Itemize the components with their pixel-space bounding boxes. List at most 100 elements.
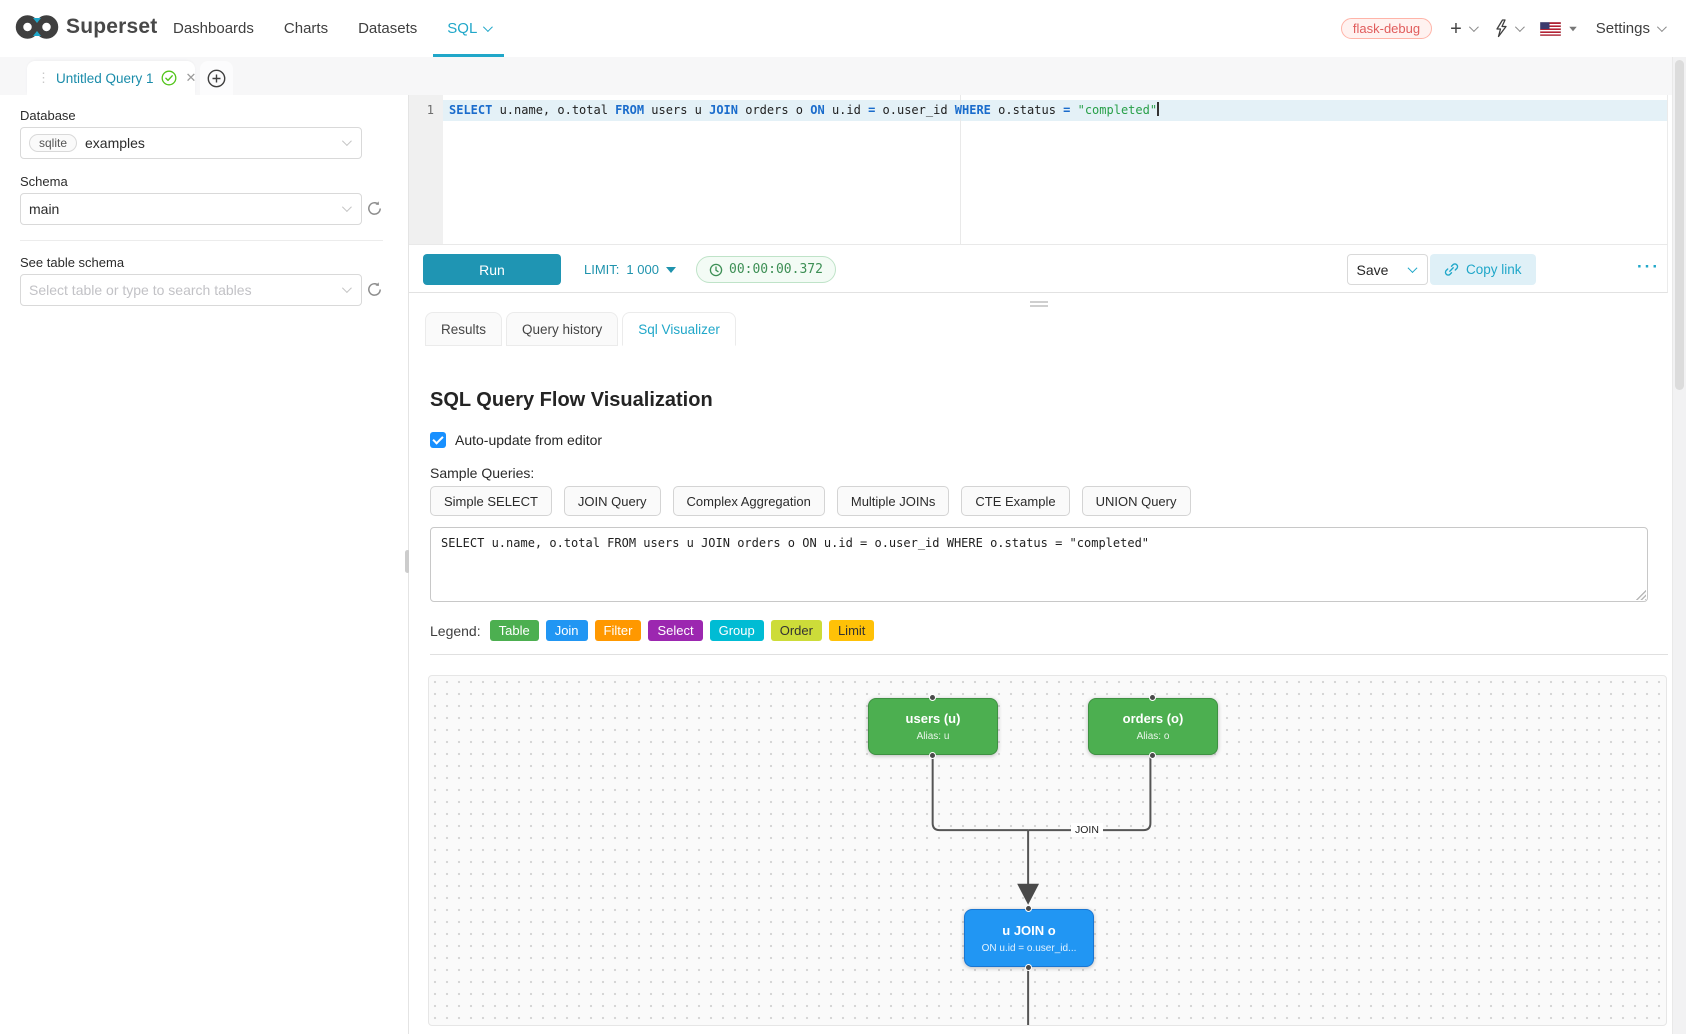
sample-join-query-button[interactable]: JOIN Query — [563, 486, 661, 516]
refresh-schemas-button[interactable] — [366, 200, 384, 218]
link-icon — [1444, 262, 1459, 277]
table-select[interactable]: Select table or type to search tables — [20, 274, 362, 306]
language-menu[interactable] — [1539, 21, 1578, 36]
sample-simple-select-button[interactable]: Simple SELECT — [430, 486, 552, 516]
node-handle[interactable] — [928, 752, 936, 759]
navbar: Superset Dashboards Charts Datasets SQL … — [0, 0, 1686, 57]
tab-query-history[interactable]: Query history — [506, 312, 619, 346]
editor-toolbar: Run LIMIT:1 000 00:00:00.372 Save Copy l… — [409, 244, 1668, 293]
chevron-down-icon — [1407, 263, 1417, 274]
main-nav: Dashboards Charts Datasets SQL — [173, 0, 505, 57]
schema-label: Schema — [20, 174, 68, 189]
textarea-resize-grip[interactable] — [1635, 589, 1646, 600]
settings-menu[interactable]: Settings — [1596, 20, 1667, 37]
plus-circle-icon — [207, 69, 226, 87]
node-handle[interactable] — [1024, 905, 1032, 912]
caret-down-icon — [1569, 26, 1577, 31]
node-handle[interactable] — [1148, 694, 1156, 701]
nav-charts[interactable]: Charts — [283, 20, 329, 37]
page-title: SQL Query Flow Visualization — [430, 389, 713, 411]
tab-sql-visualizer[interactable]: Sql Visualizer — [622, 312, 736, 346]
sample-multiple-joins-button[interactable]: Multiple JOINs — [836, 486, 950, 516]
query-input[interactable]: SELECT u.name, o.total FROM users u JOIN… — [430, 527, 1648, 602]
table-schema-label: See table schema — [20, 255, 125, 270]
database-select[interactable]: sqlite examples — [20, 127, 362, 159]
db-engine-tag: sqlite — [29, 134, 78, 152]
node-handle[interactable] — [928, 694, 936, 701]
text-cursor — [1157, 102, 1159, 116]
drag-handle-icon[interactable]: ⋮ — [37, 70, 50, 85]
node-handle[interactable] — [1148, 752, 1156, 759]
flow-node-join[interactable]: u JOIN o ON u.id = o.user_id... — [964, 905, 1094, 971]
flow-canvas[interactable]: JOIN users (u) Alias: u orders (o) Alias… — [428, 675, 1667, 1026]
legend-badge-filter: Filter — [594, 620, 642, 641]
node-handle[interactable] — [1024, 964, 1032, 971]
legend-badge-select: Select — [648, 620, 703, 641]
divider — [430, 654, 1668, 655]
sample-query-buttons: Simple SELECT JOIN Query Complex Aggrega… — [430, 486, 1191, 516]
legend-badge-table: Table — [489, 620, 539, 641]
legend: Legend: Table Join Filter Select Group O… — [430, 620, 875, 641]
chevron-down-icon — [483, 22, 494, 33]
sql-code-line[interactable]: SELECT u.name, o.total FROM users u JOIN… — [449, 102, 1159, 117]
sample-union-query-button[interactable]: UNION Query — [1081, 486, 1191, 516]
database-label: Database — [20, 108, 76, 123]
south-pane: Results Query history Sql Visualizer SQL… — [409, 293, 1668, 1034]
chevron-down-icon — [341, 283, 352, 294]
tab-results[interactable]: Results — [425, 312, 503, 346]
chevron-down-icon — [1656, 22, 1667, 33]
nav-sql[interactable]: SQL — [433, 0, 505, 57]
save-button[interactable]: Save — [1347, 254, 1398, 285]
nav-dashboards[interactable]: Dashboards — [173, 20, 254, 37]
table-select-placeholder: Select table or type to search tables — [29, 282, 252, 298]
copy-link-button[interactable]: Copy link — [1430, 254, 1536, 285]
active-line-highlight — [443, 100, 1667, 121]
query-tab[interactable]: ⋮ Untitled Query 1 ✕ — [27, 61, 197, 95]
add-new-menu[interactable]: + — [1450, 17, 1479, 40]
pane-resize-handle[interactable] — [1030, 301, 1048, 307]
auto-update-label: Auto-update from editor — [455, 432, 603, 448]
sample-complex-aggregation-button[interactable]: Complex Aggregation — [672, 486, 825, 516]
navbar-right: flask-debug + Settings — [1340, 0, 1667, 57]
sidebar-resize-handle[interactable] — [405, 550, 410, 573]
query-search-menu[interactable] — [1494, 19, 1525, 38]
schema-value: main — [29, 201, 60, 217]
brand-name: Superset — [66, 15, 158, 38]
plus-icon: + — [1450, 17, 1462, 40]
nav-datasets[interactable]: Datasets — [358, 20, 418, 37]
sql-editor[interactable]: 1 SELECT u.name, o.total FROM users u JO… — [409, 95, 1668, 244]
superset-brand[interactable]: Superset — [14, 13, 157, 41]
schema-select[interactable]: main — [20, 193, 362, 225]
sidebar-divider — [20, 240, 383, 241]
auto-update-checkbox-row[interactable]: Auto-update from editor — [430, 432, 602, 448]
legend-badge-limit: Limit — [828, 620, 875, 641]
flow-node-orders[interactable]: orders (o) Alias: o — [1088, 694, 1218, 759]
clock-icon — [709, 263, 723, 277]
chevron-down-icon — [341, 136, 352, 147]
scrollbar-thumb[interactable] — [1675, 60, 1684, 390]
close-icon[interactable]: ✕ — [185, 70, 197, 85]
sqllab-sidebar: Database sqlite examples Schema main See… — [0, 95, 410, 1034]
run-button[interactable]: Run — [423, 254, 561, 285]
checkbox-checked-icon[interactable] — [430, 432, 446, 448]
chevron-down-icon — [1514, 22, 1525, 33]
db-name: examples — [85, 135, 145, 151]
line-number: 1 — [426, 103, 434, 117]
sample-cte-example-button[interactable]: CTE Example — [961, 486, 1070, 516]
limit-dropdown[interactable]: LIMIT:1 000 — [584, 245, 676, 294]
legend-label: Legend: — [430, 622, 481, 639]
sample-queries-label: Sample Queries: — [430, 465, 535, 481]
flow-node-users[interactable]: users (u) Alias: u — [868, 694, 998, 759]
page-scrollbar[interactable] — [1672, 57, 1686, 1034]
us-flag-icon — [1539, 21, 1561, 36]
refresh-tables-button[interactable] — [366, 281, 384, 299]
more-actions-button[interactable]: ··· — [1637, 257, 1660, 276]
query-tab-title: Untitled Query 1 — [56, 70, 154, 86]
legend-badge-group: Group — [709, 620, 764, 641]
env-badge: flask-debug — [1340, 18, 1433, 39]
caret-down-icon — [665, 266, 676, 273]
chevron-down-icon — [341, 202, 352, 213]
new-tab-button[interactable] — [200, 61, 233, 95]
query-timer: 00:00:00.372 — [696, 256, 836, 283]
save-dropdown-button[interactable] — [1397, 254, 1428, 285]
